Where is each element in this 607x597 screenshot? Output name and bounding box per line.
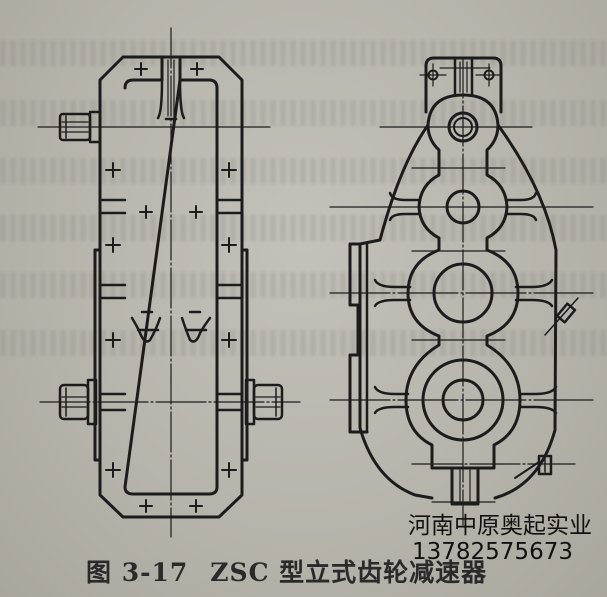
watermark-company: 河南中原奥起实业 (408, 513, 592, 539)
figure-number: 图 3-17 (86, 558, 189, 587)
bolt-marks (105, 62, 237, 513)
figure-caption: 图 3-17 ZSC 型立式齿轮减速器 (86, 553, 487, 589)
drain-plug (514, 454, 553, 479)
watermark: 河南中原奥起实业 13782575673 (408, 512, 592, 564)
watermark-phone: 13782575673 (412, 539, 573, 565)
breather-plug (544, 297, 579, 336)
oil-indicator-left (130, 310, 162, 343)
front-view (37, 27, 301, 538)
side-view (329, 56, 594, 526)
bleed-through-text (0, 40, 607, 66)
oil-indicator-right (180, 310, 212, 343)
figure-title: ZSC 型立式齿轮减速器 (210, 558, 488, 587)
